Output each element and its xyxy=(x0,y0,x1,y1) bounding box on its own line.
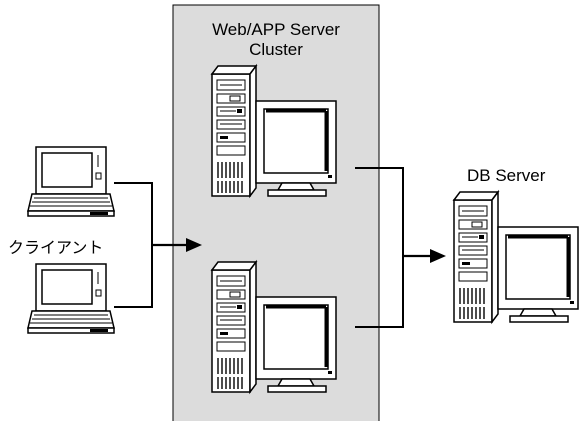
cluster-title-line2: Cluster xyxy=(249,40,303,59)
cluster-title: Web/APP Server Cluster xyxy=(173,20,379,60)
client-label: クライアント xyxy=(8,238,104,257)
client-to-cluster-arrow xyxy=(152,238,202,252)
client-connector xyxy=(114,182,153,308)
db-server-label: DB Server xyxy=(467,166,546,185)
cluster-title-line1: Web/APP Server xyxy=(212,20,340,39)
client-laptop-1 xyxy=(27,146,115,217)
cluster-to-db-arrow xyxy=(403,249,446,263)
client-laptop-2 xyxy=(27,263,115,334)
server-connector xyxy=(355,167,404,328)
db-server xyxy=(452,190,580,324)
